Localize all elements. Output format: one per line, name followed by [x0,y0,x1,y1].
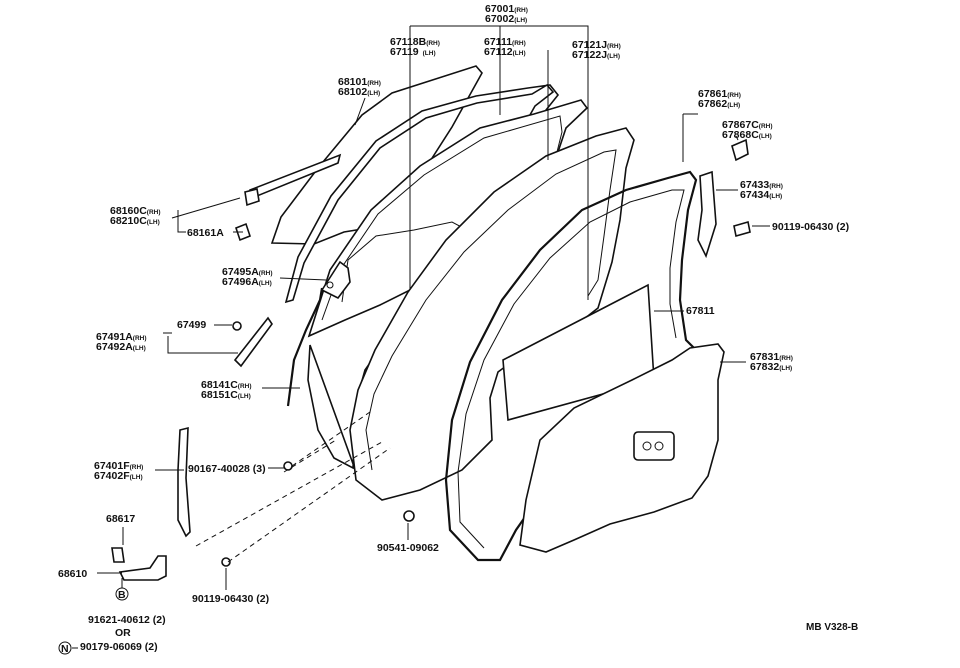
label-holder-rh: 67867C(RH) [722,119,773,131]
label-strip-lh: 67434(LH) [740,189,782,201]
label-cover-lh: 67496A(LH) [222,276,272,288]
label-bolt-b: 91621-40612 (2) [88,614,166,626]
label-frame-lh: 67112(LH) [484,46,526,58]
upper-hardware [697,138,751,259]
diagram-code: MB V328-B [806,622,858,633]
label-glass-rh: 68101(RH) [338,76,381,88]
label-trim-rh: 67491A(RH) [96,331,147,343]
label-bolt-top: 90119-06430 (2) [772,221,849,233]
label-board-rh: 67831(RH) [750,351,793,363]
label-pillar-rh: 67401F(RH) [94,460,143,472]
label-weather-rh: 67121J(RH) [572,39,621,51]
door-inner-frame-main [349,127,635,501]
division-bar [286,287,324,407]
label-run-lh: 67119(LH) [390,46,436,58]
label-holder-lh: 67868C(LH) [722,129,772,141]
delta-cover [320,260,351,300]
label-pillar-lh: 67402F(LH) [94,470,143,482]
label-strip-rh: 67433(RH) [740,179,783,191]
label-screw: 67499 [177,319,206,331]
door-check [111,547,167,581]
label-belt-lh: 68210C(LH) [110,215,160,227]
marker-b: B [115,587,129,601]
label-clip: 68161A [187,227,224,239]
label-cover-rh: 67495A(RH) [222,266,273,278]
label-seal-rh: 67861(RH) [698,88,741,100]
outer-belt-weatherstrip [244,153,342,207]
label-weather-lh: 67122J(LH) [572,49,620,61]
label-door-rh: 67001(RH) [485,3,528,15]
label-sheet: 67811 [686,305,715,317]
label-trim-lh: 67492A(LH) [96,341,146,353]
label-seal-lh: 67862(LH) [698,98,740,110]
corner-trim [233,316,273,368]
label-screw-mid: 90167-40028 (3) [188,463,266,475]
label-stopper: 68617 [106,513,135,525]
label-door-lh: 67002(LH) [485,13,527,25]
leader-lines [72,25,770,649]
fasteners [221,321,415,567]
label-bolt-n: 90179-06069 (2) [80,641,158,653]
label-channel-lh: 68151C(LH) [201,389,251,401]
assembly-dashed-lines [195,411,391,563]
label-board-lh: 67832(LH) [750,361,792,373]
pillar-garnish [177,426,191,538]
label-check: 68610 [58,568,87,580]
door-trim-board [519,343,725,553]
label-bolt-bottom: 90119-06430 (2) [192,593,269,605]
svg-text:N: N [61,643,69,655]
label-belt-rh: 68160C(RH) [110,205,161,217]
svg-text:B: B [118,589,126,601]
label-frame-rh: 67111(RH) [484,36,526,48]
label-clip-bottom: 90541-09062 [377,542,439,554]
label-or: OR [115,627,131,639]
label-glass-lh: 68102(LH) [338,86,380,98]
label-run-rh: 67118B(RH) [390,36,440,48]
label-channel-rh: 68141C(RH) [201,379,252,391]
marker-n: N [58,641,72,655]
